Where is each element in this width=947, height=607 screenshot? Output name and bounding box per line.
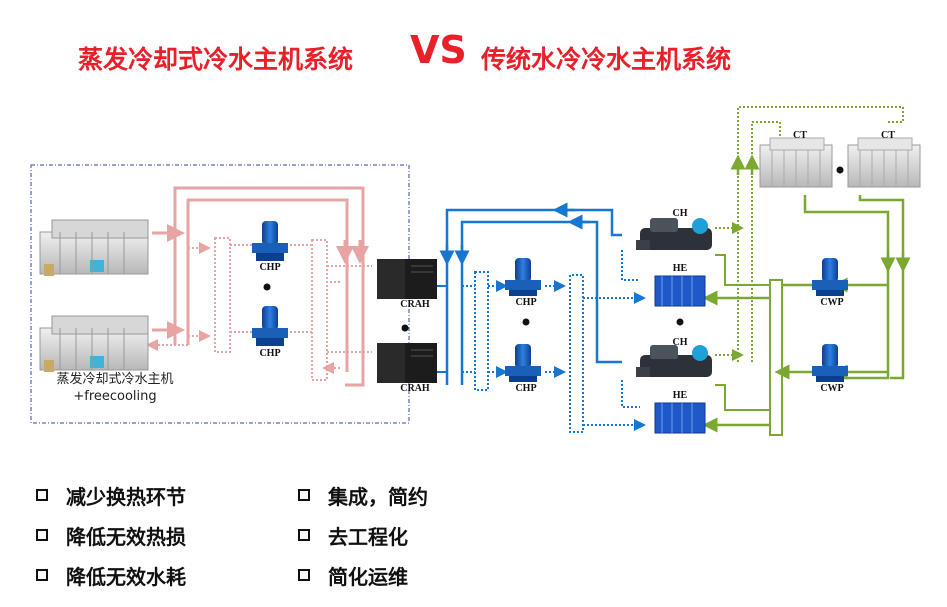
benefit-item: 减少换热环节 <box>36 480 186 510</box>
crah-unit-bottom <box>377 343 437 383</box>
evap-chiller-unit-top <box>39 219 149 276</box>
label-cwp-bottom: CWP <box>820 383 843 394</box>
heat-exchanger-top <box>654 275 706 307</box>
checkbox-icon <box>298 569 310 581</box>
label-crah-top: CRAH <box>400 299 430 310</box>
title-vs: VS <box>410 28 467 72</box>
label-he-top: HE <box>673 263 688 274</box>
green-pipes <box>702 106 911 436</box>
label-ch-top: CH <box>673 208 688 219</box>
pump-icon-chp-mid-top <box>505 258 541 296</box>
heat-exchanger-bottom <box>654 402 706 434</box>
label-ch-bottom: CH <box>673 337 688 348</box>
pump-icon-chp-left-top <box>252 221 288 261</box>
crah-unit-top <box>377 259 437 299</box>
pump-icon-chp-left-bottom <box>252 306 288 346</box>
blue-pipes <box>409 202 646 433</box>
pump-icon-cwp-top <box>812 258 848 296</box>
label-cwp-top: CWP <box>820 297 843 308</box>
checkbox-icon <box>298 489 310 501</box>
chiller-unit-bottom <box>636 345 712 377</box>
checkbox-icon <box>298 529 310 541</box>
title-right: 传统水冷冷水主机系统 <box>481 45 732 74</box>
pump-icon-chp-mid-bottom <box>505 344 541 382</box>
benefit-item: 简化运维 <box>298 560 408 590</box>
left-pink-pipes <box>146 186 372 387</box>
chiller-unit-top <box>636 218 712 250</box>
label-crah-bottom: CRAH <box>400 383 430 394</box>
label-ct-right: CT <box>881 130 895 141</box>
label-chp-left-top: CHP <box>259 262 280 273</box>
benefit-item: 集成，简约 <box>298 480 428 510</box>
checkbox-icon <box>36 569 48 581</box>
label-ct-left: CT <box>793 130 807 141</box>
evap-chiller-unit-bottom <box>39 315 149 372</box>
cooling-tower-left <box>759 137 833 188</box>
caption-line2: +freecooling <box>73 389 157 404</box>
pump-icon-cwp-bottom <box>812 344 848 382</box>
label-chp-left-bottom: CHP <box>259 348 280 359</box>
benefit-item: 去工程化 <box>298 520 408 550</box>
page-title: 蒸发冷却式冷水主机系统 VS 传统水冷冷水主机系统 <box>0 28 947 78</box>
label-chp-mid-top: CHP <box>515 297 536 308</box>
label-chp-mid-bottom: CHP <box>515 383 536 394</box>
left-system-caption: 蒸发冷却式冷水主机 +freecooling <box>40 371 190 405</box>
parallel-dots <box>263 166 844 332</box>
benefit-item: 降低无效水耗 <box>36 560 186 590</box>
label-he-bottom: HE <box>673 390 688 401</box>
cooling-tower-right <box>847 137 921 188</box>
benefit-list: 减少换热环节 降低无效热损 降低无效水耗 集成，简约 去工程化 简化运维 <box>30 480 590 600</box>
checkbox-icon <box>36 489 48 501</box>
benefit-item: 降低无效热损 <box>36 520 186 550</box>
title-left: 蒸发冷却式冷水主机系统 <box>78 45 354 74</box>
checkbox-icon <box>36 529 48 541</box>
caption-line1: 蒸发冷却式冷水主机 <box>56 372 174 387</box>
